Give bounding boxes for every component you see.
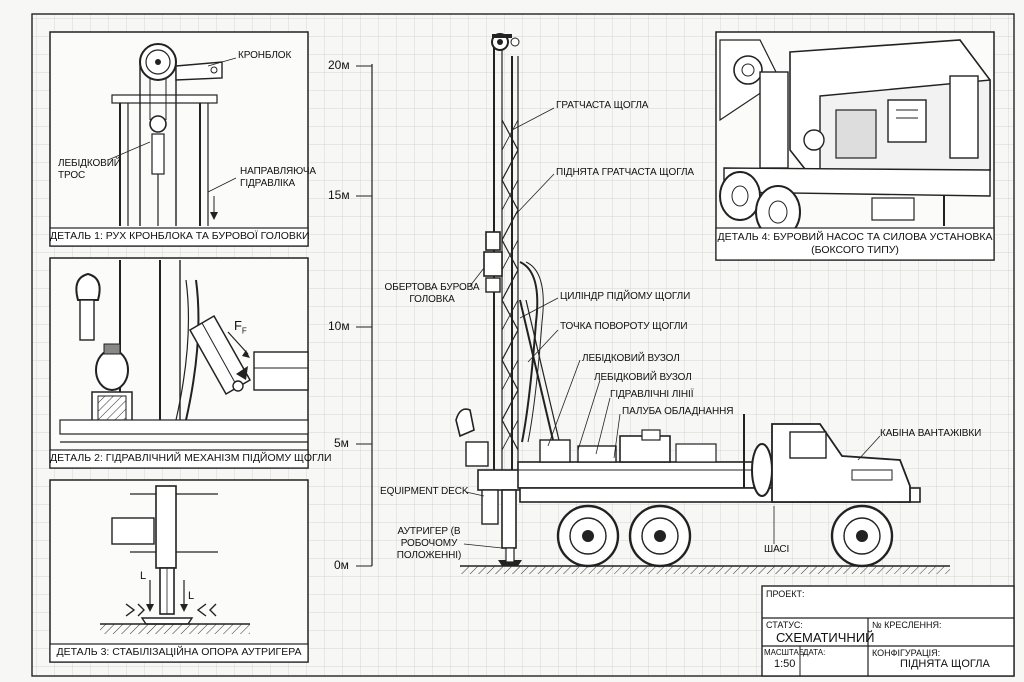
callout-pivot-point: ТОЧКА ПОВОРОТУ ЩОГЛИ [560, 321, 688, 332]
tb-scale-value: 1:50 [774, 658, 796, 670]
detail-1-caption: ДЕТАЛЬ 1: РУХ КРОНБЛОКА ТА БУРОВОЇ ГОЛОВ… [50, 230, 310, 242]
callout-hydraulic-lines: ГІДРАВЛІЧНІ ЛІНІЇ [610, 389, 694, 400]
rotary-head [483, 231, 503, 293]
detail-4-caption-line2: (БОКСОГО ТИПУ) [811, 244, 899, 256]
winch-rope-label: ЛЕБІДКОВИЙ ТРОС [58, 158, 121, 181]
callout-equipment-deck-ua: ПАЛУБА ОБЛАДНАННЯ [622, 406, 734, 417]
crown-block-label: КРОНБЛОК [238, 50, 292, 61]
tb-scale-label: МАСШТАБ: [764, 648, 807, 657]
tb-date-label: ДАТА: [803, 648, 826, 657]
callout-winch-unit-1: ЛЕБІДКОВИЙ ВУЗОЛ [582, 353, 680, 364]
title-block [761, 585, 1015, 677]
wheel-1 [556, 504, 620, 568]
callout-equipment-deck-en: EQUIPMENT DECK [380, 486, 469, 497]
drilling-rig-drawing [455, 33, 950, 574]
detail-2-panel [49, 257, 309, 469]
callout-chassis: ШАСІ [764, 544, 790, 555]
callout-truck-cab: КАБІНА ВАНТАЖІВКИ [880, 428, 982, 439]
tick-10m: 10м [328, 319, 350, 333]
detail-1-panel [49, 31, 309, 247]
load-label-left: L [140, 570, 147, 582]
detail-4-caption-line1: ДЕТАЛЬ 4: БУРОВИЙ НАСОС ТА СИЛОВА УСТАНО… [717, 231, 993, 243]
callout-raised-mast: ПІДНЯТА ГРАТЧАСТА ЩОГЛА [556, 167, 694, 178]
detail-3-caption: ДЕТАЛЬ 3: СТАБІЛІЗАЦІЙНА ОПОРА АУТРИГЕРА [56, 646, 302, 658]
tick-20m: 20м [328, 58, 350, 72]
callout-winch-unit-2: ЛЕБІДКОВИЙ ВУЗОЛ [594, 372, 692, 383]
wheel-2 [628, 504, 692, 568]
tb-status-value: СХЕМАТИЧНИЙ [776, 630, 875, 645]
callout-rotary-head: ОБЕРТОВА БУРОВА ГОЛОВКА [384, 282, 480, 305]
tick-15m: 15м [328, 188, 350, 202]
sheet-border [31, 13, 1015, 677]
tb-project-label: ПРОЕКТ: [766, 589, 805, 599]
tb-drawing-no-label: № КРЕСЛЕННЯ: [872, 620, 942, 630]
height-scale [356, 64, 373, 567]
tick-0m: 0м [334, 558, 349, 572]
callout-lattice-mast: ГРАТЧАСТА ЩОГЛА [556, 100, 649, 111]
force-subscript: F [241, 326, 247, 336]
load-label-right: L [188, 590, 195, 602]
tb-config-value: ПІДНЯТА ЩОГЛА [900, 658, 990, 670]
tb-config-label: КОНФІГУРАЦІЯ: [872, 648, 941, 658]
force-label: FF [234, 318, 247, 336]
tb-status-label: СТАТУС: [766, 620, 803, 630]
tick-5m: 5м [334, 436, 349, 450]
callout-outrigger: АУТРИГЕР (В РОБОЧОМУ ПОЛОЖЕННІ) [396, 526, 462, 561]
detail-3-panel [49, 479, 309, 663]
callout-lift-cylinder: ЦИЛІНДР ПІДЙОМУ ЩОГЛИ [560, 291, 691, 302]
detail-4-panel [715, 31, 995, 261]
hydraulic-guide-label: НАПРАВЛЯЮЧА ГІДРАВЛІКА [240, 166, 316, 189]
detail-2-caption: ДЕТАЛЬ 2: ГІДРАВЛІЧНИЙ МЕХАНІЗМ ПІДЙОМУ … [50, 452, 332, 464]
wheel-3 [830, 504, 894, 568]
